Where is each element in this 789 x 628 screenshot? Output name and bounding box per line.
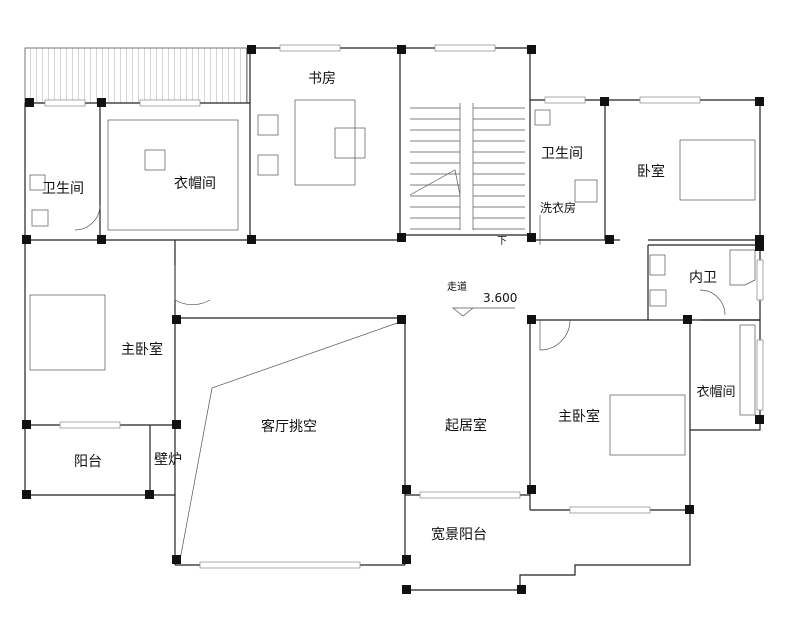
structural-column <box>172 555 181 564</box>
structural-column <box>605 235 614 244</box>
doors <box>74 204 726 351</box>
structural-column <box>247 45 256 54</box>
structural-column <box>527 315 536 324</box>
roof-terrace-hatch <box>24 47 248 104</box>
structural-column <box>145 490 154 499</box>
windows <box>44 44 764 569</box>
label-master-right: 主卧室 <box>558 408 600 425</box>
structural-column <box>172 420 181 429</box>
furniture <box>29 99 756 456</box>
label-study: 书房 <box>308 71 336 87</box>
structural-column <box>600 97 609 106</box>
bed-bedroom <box>679 139 756 201</box>
room-labels: 书房 卫生间 衣帽间 卫生间 卧室 洗衣房 内卫 主卧室 客厅挑空 起居室 主卧… <box>42 71 736 543</box>
elevation-label: 3.600 <box>483 291 517 305</box>
desk <box>294 99 356 186</box>
structural-column <box>397 315 406 324</box>
structural-column <box>755 242 764 251</box>
structural-column <box>402 555 411 564</box>
structural-column <box>527 485 536 494</box>
structural-column <box>397 233 406 242</box>
structural-column <box>402 585 411 594</box>
structural-column <box>397 45 406 54</box>
structural-column <box>22 235 31 244</box>
structural-column <box>755 415 764 424</box>
label-closet-left: 衣帽间 <box>174 176 216 192</box>
label-fireplace: 壁炉 <box>154 452 182 468</box>
structural-column <box>527 45 536 54</box>
stair-down-label: 下 <box>497 236 507 247</box>
structural-column <box>22 420 31 429</box>
label-master-left: 主卧室 <box>121 341 163 358</box>
label-bedroom: 卧室 <box>637 163 665 180</box>
bed-right <box>609 394 686 456</box>
label-wide-balcony: 宽景阳台 <box>431 526 487 543</box>
label-closet-right: 衣帽间 <box>696 384 735 400</box>
structural-column <box>97 235 106 244</box>
label-bath-right: 卫生间 <box>541 146 583 162</box>
structural-column <box>97 98 106 107</box>
columns <box>22 45 764 594</box>
walls <box>24 47 761 591</box>
structural-column <box>247 235 256 244</box>
void-outline <box>179 321 401 561</box>
structural-column <box>755 235 764 244</box>
structural-column <box>685 505 694 514</box>
elevation-marker <box>452 307 515 317</box>
structural-column <box>683 315 692 324</box>
structural-column <box>402 485 411 494</box>
label-bath-left: 卫生间 <box>42 181 84 197</box>
bed-left <box>29 294 106 371</box>
chair <box>334 127 366 159</box>
structural-column <box>517 585 526 594</box>
structural-column <box>527 233 536 242</box>
staircase <box>409 103 525 230</box>
structural-column <box>25 98 34 107</box>
structural-column <box>172 315 181 324</box>
label-corridor: 走道 <box>447 280 467 293</box>
structural-column <box>22 490 31 499</box>
label-inner-bath: 内卫 <box>689 270 717 286</box>
label-balcony: 阳台 <box>74 454 102 470</box>
structural-column <box>755 97 764 106</box>
label-laundry: 洗衣房 <box>540 200 576 215</box>
label-living-room: 起居室 <box>445 417 487 434</box>
label-living-void: 客厅挑空 <box>261 418 317 435</box>
